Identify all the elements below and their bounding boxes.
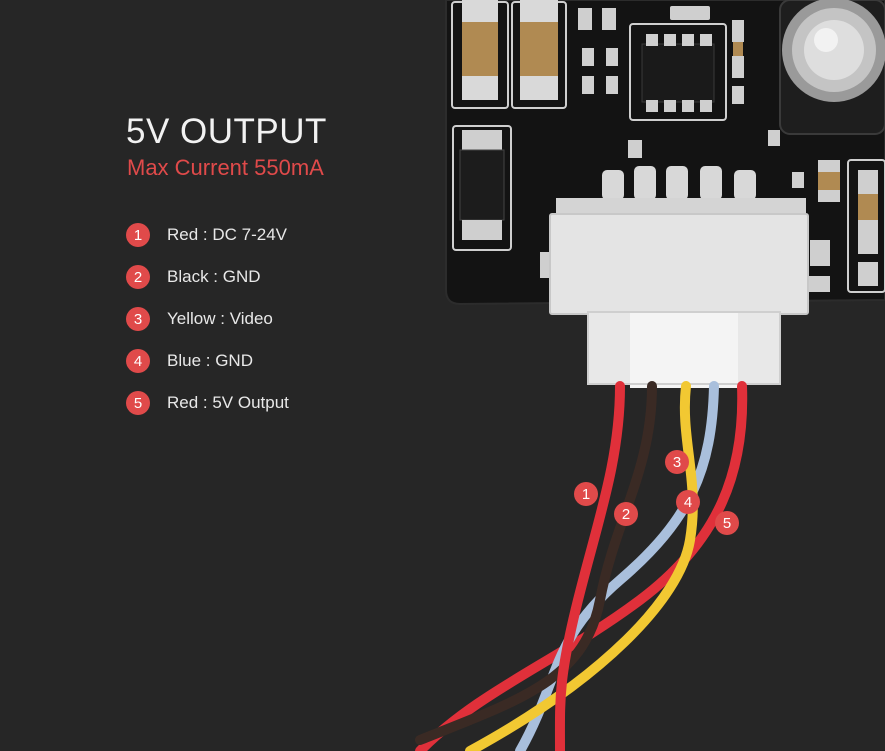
wire-callouts: 1 2 3 4 5 (574, 450, 739, 535)
pin-number-badge: 1 (126, 223, 150, 247)
wire-callout-3 (665, 450, 689, 474)
pin-number-badge: 4 (126, 349, 150, 373)
pin-label: Red : DC 7-24V (167, 225, 287, 244)
svg-text:1: 1 (582, 486, 590, 503)
wire-callout-4 (676, 490, 700, 514)
pinout-list: 1 Red : DC 7-24V 2 Black : GND 3 Yellow … (126, 214, 289, 424)
jst-connector (549, 198, 809, 388)
wire-callout-2 (614, 502, 638, 526)
svg-text:5: 5 (723, 515, 731, 532)
pin-label: Yellow : Video (167, 309, 273, 328)
pin-number-badge: 5 (126, 391, 150, 415)
pin-label: Red : 5V Output (167, 393, 289, 412)
pin-item-4: 4 Blue : GND (126, 340, 289, 382)
svg-text:2: 2 (622, 506, 630, 523)
wire-callout-5 (715, 511, 739, 535)
pin-item-3: 3 Yellow : Video (126, 298, 289, 340)
wire-bundle (415, 381, 748, 751)
pin-number-badge: 3 (126, 307, 150, 331)
svg-text:4: 4 (684, 494, 692, 511)
pin-label: Black : GND (167, 267, 261, 286)
pin-item-1: 1 Red : DC 7-24V (126, 214, 289, 256)
pin-item-2: 2 Black : GND (126, 256, 289, 298)
svg-text:3: 3 (673, 454, 681, 471)
pin-label: Blue : GND (167, 351, 253, 370)
pin-item-5: 5 Red : 5V Output (126, 382, 289, 424)
max-current-subtitle: Max Current 550mA (127, 155, 324, 180)
pin-number-badge: 2 (126, 265, 150, 289)
wire-callout-1 (574, 482, 598, 506)
output-title: 5V OUTPUT (126, 112, 327, 151)
